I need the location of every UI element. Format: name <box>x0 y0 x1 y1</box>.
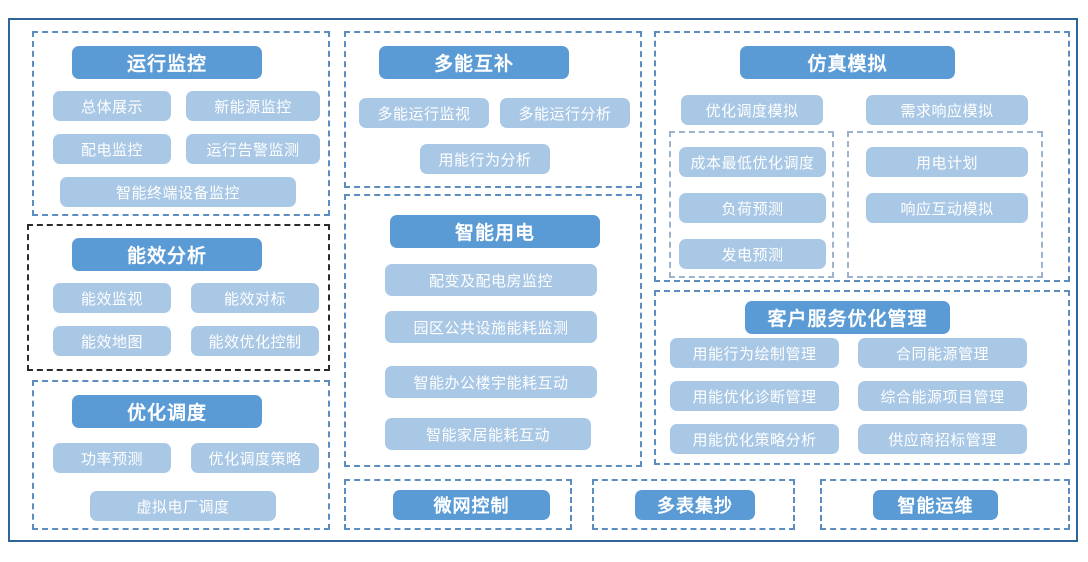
tile-yongneng-youhua-zhenduan-guanli[interactable]: 用能优化诊断管理 <box>670 381 839 411</box>
tile-zhineng-jiaju-nenghao-hudong[interactable]: 智能家居能耗互动 <box>385 418 591 450</box>
tile-peibian-ji-peidianfang-jiankong[interactable]: 配变及配电房监控 <box>385 264 597 296</box>
panel-header-kehu-fuwu-youhua-guanli[interactable]: 客户服务优化管理 <box>745 301 950 334</box>
tile-duoneng-yunxing-fenxi[interactable]: 多能运行分析 <box>500 98 630 128</box>
panel-duoneng-hubu[interactable] <box>344 31 642 188</box>
tile-nengxiao-duibiao[interactable]: 能效对标 <box>191 283 319 313</box>
panel-duobiao-jichao[interactable] <box>592 479 795 530</box>
tile-nengxiao-youhua-kongzhi[interactable]: 能效优化控制 <box>191 326 319 356</box>
panel-header-weiwang-kongzhi[interactable]: 微网控制 <box>393 490 550 520</box>
tile-chengben-zuidi-youhua-diaodu[interactable]: 成本最低优化调度 <box>679 147 826 177</box>
tile-yongneng-youhua-celve-fenxi[interactable]: 用能优化策略分析 <box>670 424 839 454</box>
tile-zhineng-zhongduan-shebei-jiankong[interactable]: 智能终端设备监控 <box>60 177 296 207</box>
tile-hetong-nengyuan-guanli[interactable]: 合同能源管理 <box>858 338 1027 368</box>
tile-youhua-diaodu-celve[interactable]: 优化调度策略 <box>191 443 319 473</box>
panel-nengxiao-fenxi[interactable] <box>27 224 330 371</box>
panel-header-fangzhen-moni[interactable]: 仿真模拟 <box>740 46 955 79</box>
tile-youhua-diaodu-moni[interactable]: 优化调度模拟 <box>681 95 823 125</box>
tile-fuhe-yuce[interactable]: 负荷预测 <box>679 193 826 223</box>
tile-xuni-dianchang-diaodu[interactable]: 虚拟电厂调度 <box>90 491 276 521</box>
panel-header-nengxiao-fenxi[interactable]: 能效分析 <box>72 238 262 271</box>
panel-header-zhineng-yongdian[interactable]: 智能用电 <box>390 215 600 248</box>
tile-fadian-yuce[interactable]: 发电预测 <box>679 239 826 269</box>
tile-zhineng-bangong-louyu-nenghao-hudong[interactable]: 智能办公楼宇能耗互动 <box>385 366 597 398</box>
tile-zonghe-nengyuan-xiangmu-guanli[interactable]: 综合能源项目管理 <box>858 381 1027 411</box>
panel-kehu-fuwu-youhua-guanli[interactable] <box>654 290 1070 465</box>
panel-header-duoneng-hubu[interactable]: 多能互补 <box>379 46 569 79</box>
tile-zongti-zhanshi[interactable]: 总体展示 <box>53 91 171 121</box>
tile-yongdian-jihua[interactable]: 用电计划 <box>866 147 1028 177</box>
subpanel-fangzhen-right[interactable] <box>847 131 1043 278</box>
panel-fangzhen-moni[interactable] <box>654 31 1070 282</box>
subpanel-fangzhen-left[interactable] <box>669 131 834 278</box>
tile-xinnengyuan-jiankong[interactable]: 新能源监控 <box>186 91 320 121</box>
tile-nengxiao-jianshi[interactable]: 能效监视 <box>53 283 171 313</box>
tile-yongneng-xingwei-fenxi[interactable]: 用能行为分析 <box>420 144 550 174</box>
tile-xuqiu-xiangying-moni[interactable]: 需求响应模拟 <box>866 95 1028 125</box>
panel-header-duobiao-jichao[interactable]: 多表集抄 <box>635 490 755 520</box>
panel-youhua-diaodu[interactable] <box>32 380 330 530</box>
tile-peidian-jiankong[interactable]: 配电监控 <box>53 134 171 164</box>
outer-frame <box>8 18 1078 542</box>
panel-header-zhineng-yunwei[interactable]: 智能运维 <box>873 490 998 520</box>
tile-gongyingshang-zhaobiao-guanli[interactable]: 供应商招标管理 <box>858 424 1027 454</box>
panel-zhineng-yongdian[interactable] <box>344 194 642 467</box>
tile-gonglv-yuce[interactable]: 功率预测 <box>53 443 171 473</box>
tile-xiangying-hudong-moni[interactable]: 响应互动模拟 <box>866 193 1028 223</box>
tile-duoneng-yunxing-jianshi[interactable]: 多能运行监视 <box>359 98 489 128</box>
tile-yuanqu-gonggong-sheshi-nenghao-jiance[interactable]: 园区公共设施能耗监测 <box>385 311 597 343</box>
panel-zhineng-yunwei[interactable] <box>820 479 1070 530</box>
panel-header-yunxing-jiankong[interactable]: 运行监控 <box>72 46 262 79</box>
tile-nengxiao-ditu[interactable]: 能效地图 <box>53 326 171 356</box>
panel-weiwang-kongzhi[interactable] <box>344 479 572 530</box>
panel-yunxing-jiankong[interactable] <box>32 31 330 216</box>
panel-header-youhua-diaodu[interactable]: 优化调度 <box>72 395 262 428</box>
tile-yunxing-gaojing-jiance[interactable]: 运行告警监测 <box>186 134 320 164</box>
tile-yongneng-xingwei-huizhi-guanli[interactable]: 用能行为绘制管理 <box>670 338 839 368</box>
